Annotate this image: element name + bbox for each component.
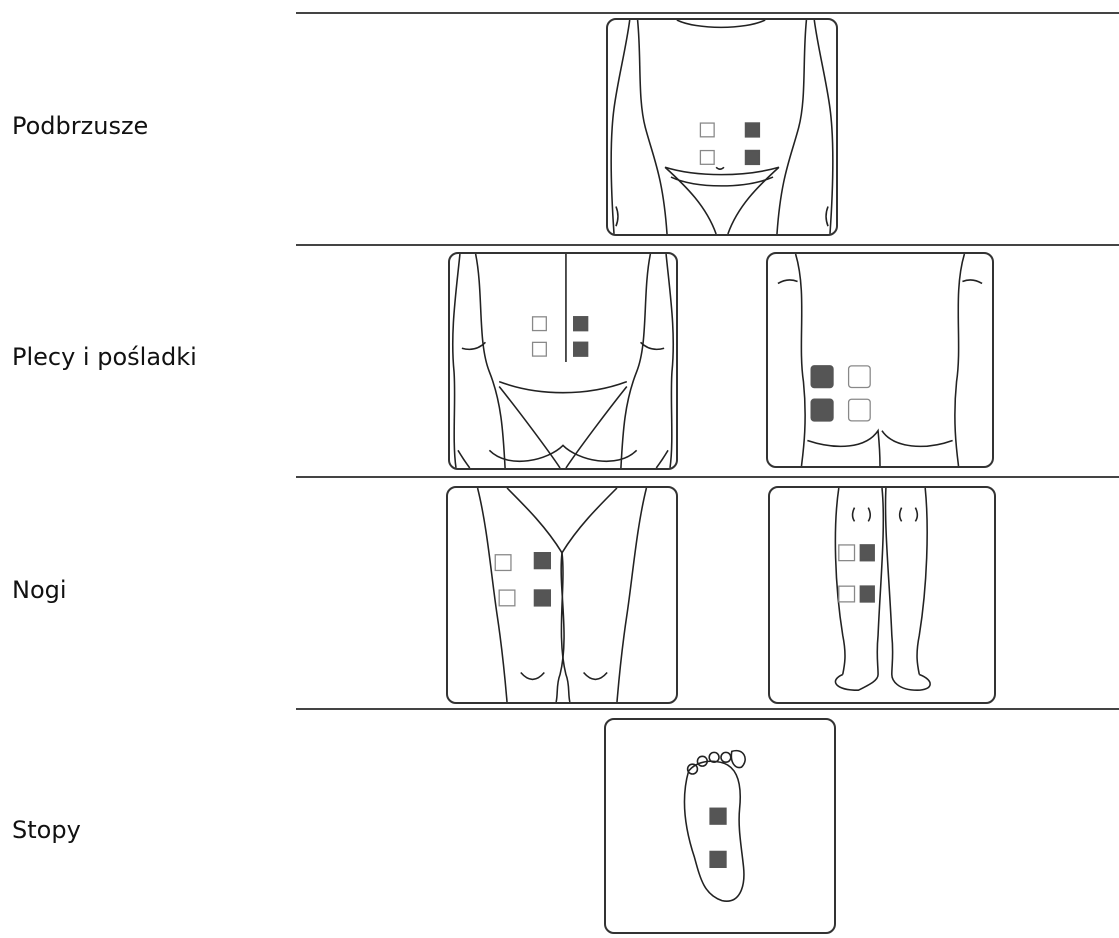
illustration-foot-sole [604, 718, 836, 934]
illustration-abdomen-front [606, 18, 838, 236]
row-divider [296, 708, 1119, 710]
row-label-back-buttocks: Plecy i pośladki [12, 343, 197, 371]
illustration-buttocks [766, 252, 994, 468]
row-divider [296, 244, 1119, 246]
illustration-thighs-front [446, 486, 678, 704]
row-label-abdomen: Podbrzusze [12, 112, 148, 140]
illustration-calves-back [768, 486, 996, 704]
illustration-lower-back [448, 252, 678, 470]
row-label-feet: Stopy [12, 816, 81, 844]
row-divider [296, 12, 1119, 14]
row-label-legs: Nogi [12, 576, 67, 604]
row-divider [296, 476, 1119, 478]
